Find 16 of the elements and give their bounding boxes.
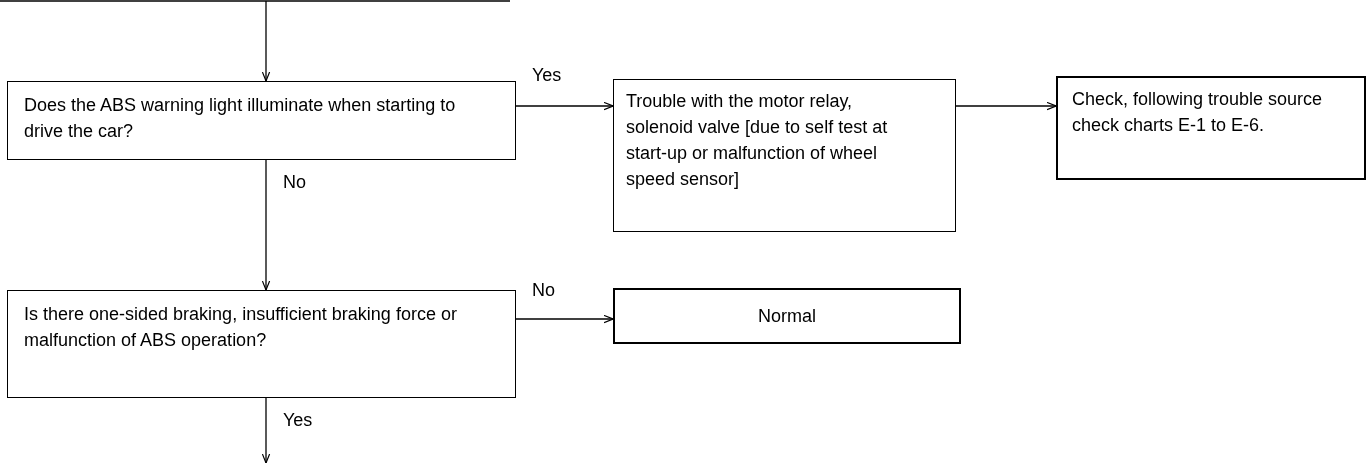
arrow xyxy=(261,0,271,82)
process-box xyxy=(613,79,956,232)
box-text: Normal xyxy=(758,305,816,328)
process-box xyxy=(7,290,516,398)
box-text: Is there one-sided braking, insufficient braking force or malfunction of ABS operation? xyxy=(24,303,458,352)
arrow xyxy=(515,101,614,111)
box-text: Trouble with the motor relay, solenoid valve [due to self test at start-up or malfunction of wheel speed sensor] xyxy=(626,90,889,191)
arrow xyxy=(515,314,614,324)
arrow xyxy=(955,101,1057,111)
process-box xyxy=(7,81,516,160)
box-text: Does the ABS warning light illuminate when starting to drive the car? xyxy=(24,94,457,143)
arrow xyxy=(261,397,271,464)
box-text: Check, following trouble source check charts E-1 to E-6. xyxy=(1072,88,1324,137)
arrow xyxy=(261,159,271,291)
process-box xyxy=(1056,76,1366,180)
process-box xyxy=(613,288,961,344)
